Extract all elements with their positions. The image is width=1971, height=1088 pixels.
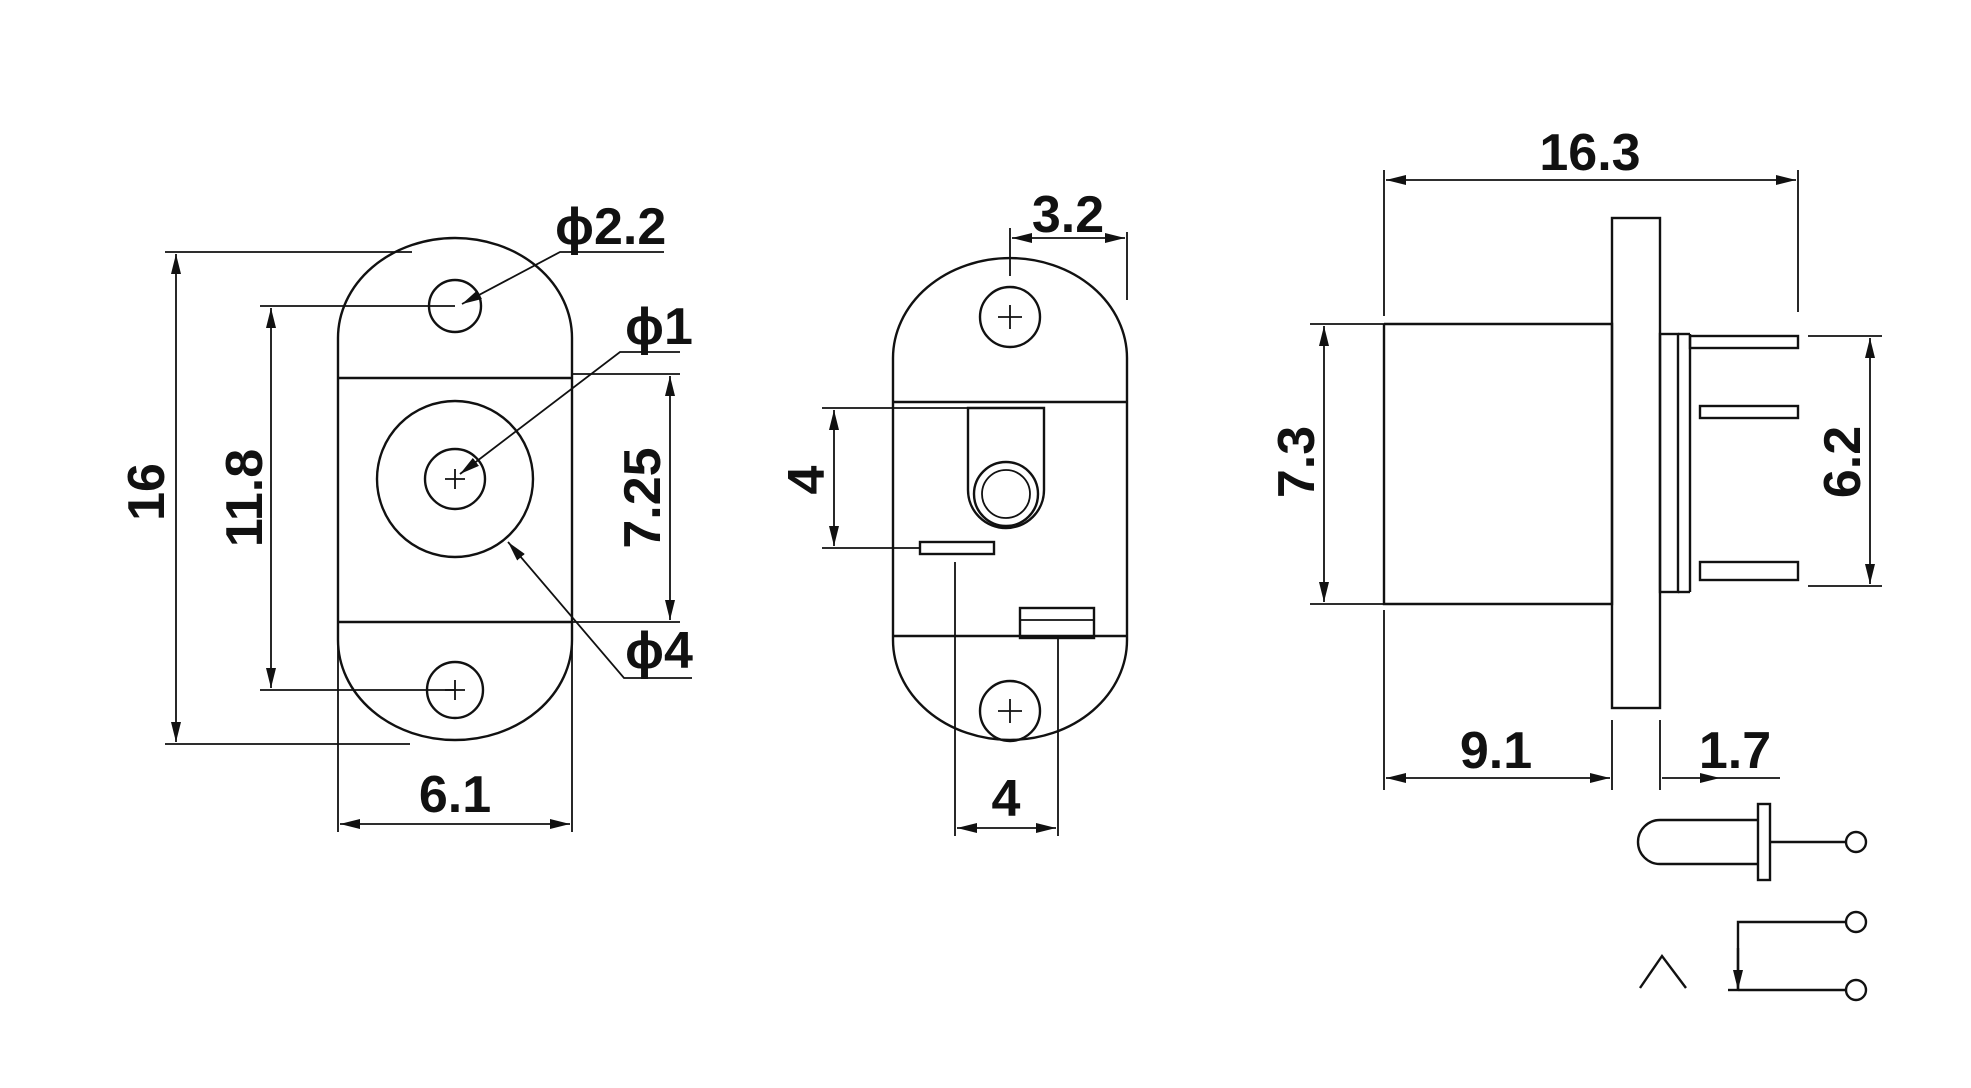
rear-bottom-screw [978,679,1042,743]
dim-3-2: 3.2 [1032,186,1104,244]
rear-bottom-screw-cross-icon [998,699,1022,723]
socket-pin-cross-icon [445,469,465,489]
dim-16: 16 [118,463,176,521]
label-phi-1: ϕ1 [625,298,693,356]
dim-7-25: 7.25 [614,447,672,548]
dc-jack-schematic-symbol [1636,802,1868,1002]
rear-top-screw [978,285,1042,349]
dim-6-2: 6.2 [1814,426,1872,498]
rear-contact-inner [981,469,1031,519]
socket-outer-circle [375,399,535,559]
schematic-switch-contact [1639,953,1687,989]
dim-1-7: 1.7 [1699,722,1771,780]
rear-tab-left [918,540,996,556]
socket-pin-circle [423,447,487,511]
label-phi-2-2: ϕ2.2 [555,198,666,256]
side-pin-bottom [1698,560,1800,582]
side-pin-top [1688,334,1800,350]
dim-6-1: 6.1 [419,766,491,824]
schematic-terminal-2 [1844,910,1868,934]
front-view: 16 11.8 7.25 6.1 ϕ2.2 ϕ1 ϕ4 [118,198,693,832]
rear-tab-right [1018,606,1096,640]
side-back-plate [1658,332,1680,594]
side-pin-middle [1698,404,1800,420]
leader-phi-1 [459,351,680,475]
schematic-sleeve-line [1736,920,1846,990]
leader-phi-2-2 [461,251,664,305]
dim-4-vertical: 4 [778,465,836,494]
dim-4-horizontal: 4 [992,770,1021,828]
dim-9-1: 9.1 [1460,722,1532,780]
schematic-terminal-1 [1844,830,1868,854]
leader-phi-4 [507,541,692,679]
rear-contact-round [972,460,1040,528]
schematic-pin-bar [1756,802,1772,882]
schematic-terminal-3 [1844,978,1868,1002]
rear-slot [966,406,1046,530]
schematic-center-pin [1636,818,1758,866]
side-view: 16.3 7.3 6.2 9.1 1.7 [1268,124,1882,790]
side-flange [1610,216,1662,710]
dim-16-3: 16.3 [1539,124,1640,182]
rear-top-screw-cross-icon [998,305,1022,329]
rear-outline [891,256,1129,742]
dim-11-8: 11.8 [216,449,274,547]
label-phi-4: ϕ4 [625,622,693,680]
side-body [1382,322,1614,606]
rear-view: 3.2 4 4 [778,186,1129,836]
dim-7-3: 7.3 [1268,426,1326,498]
